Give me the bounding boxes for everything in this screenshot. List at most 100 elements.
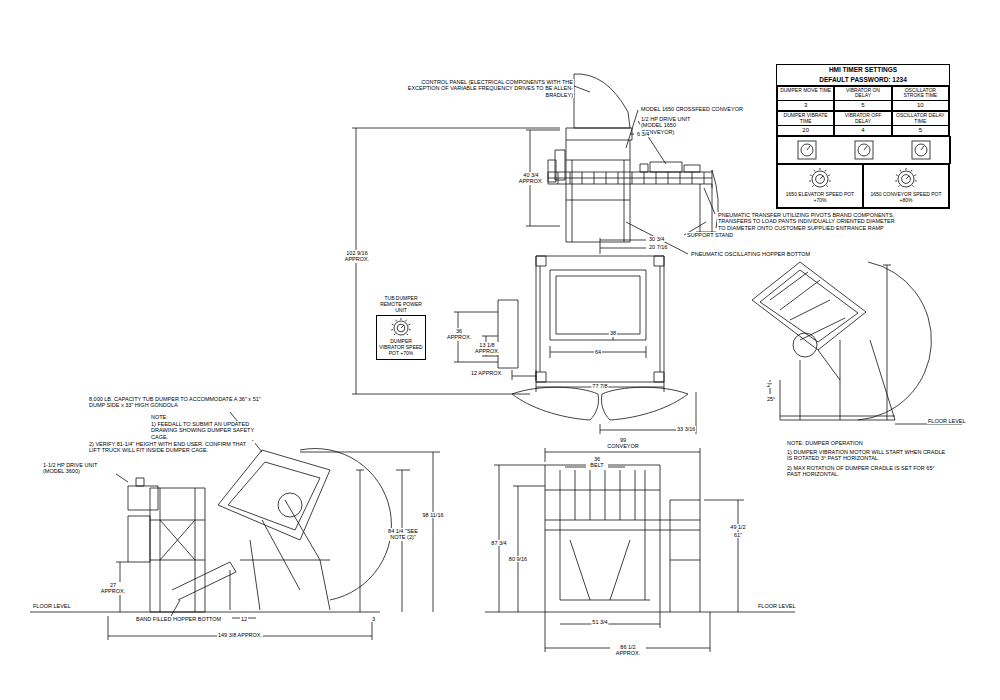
setting-name: DUMPER MOVE TIME: [778, 87, 833, 101]
knob-icon: [800, 166, 840, 192]
setting-value: 5: [835, 100, 890, 110]
switch-pointer: [807, 146, 810, 150]
pot-label: 1650 CONVEYOR SPEED POT +80%: [867, 192, 945, 204]
dimension-label: 33 3/16: [676, 426, 696, 432]
dimension-label: 38: [609, 330, 617, 336]
hopper-column: [566, 140, 630, 242]
switch-dial: [858, 144, 870, 156]
setting-name: OSCILLATOR DELAY TIME: [893, 112, 948, 126]
dimension-label: 64: [594, 349, 602, 355]
setting-name: OSCILLATOR STROKE TIME: [893, 87, 948, 101]
elevator: [150, 488, 236, 612]
dimension-label: 80 9/16: [508, 556, 528, 562]
dimension-label: 77 7/8: [591, 383, 608, 389]
switch-plate: [912, 141, 930, 159]
front-frame: [540, 465, 710, 612]
motor: [548, 150, 565, 182]
setting-value: 20: [778, 125, 833, 135]
timer-cell: DUMPER MOVE TIME3: [777, 86, 834, 111]
timer-cell: DUMPER VIBRATE TIME20: [777, 111, 834, 136]
angle-label: 25°: [766, 396, 776, 402]
note-text: 2) MAX ROTATION OF DUMPER CRADLE IS SET …: [786, 465, 948, 478]
setting-name: VIBRATOR ON DELAY: [835, 87, 890, 101]
dimension-label: 99 CONVEYOR: [604, 437, 642, 450]
dimension-label: 20 7/16: [648, 244, 668, 250]
dimension-label: 98 11/16: [421, 512, 444, 518]
setting-value: 10: [893, 100, 948, 110]
timer-cell: OSCILLATOR STROKE TIME10: [892, 86, 949, 111]
support-stand: [696, 170, 718, 232]
switch-dial: [915, 144, 927, 156]
knob-ticks: [895, 168, 917, 187]
dimension-label: 3: [371, 616, 376, 622]
floor-level-label: FLOOR LEVEL: [927, 418, 967, 424]
dumper-mechanism: [30, 470, 380, 612]
timer-cell: VIBRATOR OFF DELAY4: [834, 111, 891, 136]
dimension-label: 102 9/16 APPROX.: [341, 250, 373, 263]
setting-value: 4: [835, 125, 890, 135]
dimension-label: 12 APPROX.: [470, 370, 504, 376]
dimension-label: 2": [766, 382, 773, 388]
setting-name: VIBRATOR OFF DELAY: [835, 112, 890, 126]
floor-level-label: FLOOR LEVEL: [32, 603, 72, 609]
callout-note: PNEUMATIC TRANSFER UTILIZING PIVOTS BRAN…: [717, 212, 904, 231]
timer-cell: VIBRATOR ON DELAY5: [834, 86, 891, 111]
safety-gates: [512, 382, 688, 420]
drive-unit: [640, 162, 700, 172]
dimension-label: 36 BELT: [586, 456, 608, 469]
front-dimensions: [485, 448, 795, 652]
panel-heading: DEFAULT PASSWORD: 1234: [777, 75, 949, 86]
dimension-label: 30 3/4: [648, 236, 665, 242]
speed-pot-cell: 1650 CONVEYOR SPEED POT +80%: [863, 164, 949, 208]
pivot: [278, 493, 302, 517]
unit-heading: TUB DUMPER REMOTE POWER UNIT: [376, 296, 426, 313]
control-panel: [566, 74, 632, 140]
knob-icon: [386, 317, 416, 339]
hmi-settings-panel: HMI TIMER SETTINGSDEFAULT PASSWORD: 1234…: [776, 64, 950, 209]
dimension-label: 40 3/4 APPROX.: [515, 172, 547, 185]
dimension-label: 61": [733, 532, 743, 538]
speed-pot-cell: 1650 ELEVATOR SPEED POT +70%: [777, 164, 863, 208]
dimension-label: 149 3/8 APPROX.: [217, 632, 263, 638]
dial-row: [777, 136, 951, 164]
callout-note: CONTROL PANEL (ELECTRICAL COMPONENTS WIT…: [400, 79, 574, 98]
setting-value: 5: [893, 125, 948, 135]
dimension-label: 36 APPROX.: [446, 328, 472, 341]
plan-dimensions: [536, 337, 696, 434]
note-heading: NOTE:: [150, 414, 169, 420]
rotation-arc: [858, 262, 931, 420]
dimension-label: 12: [240, 616, 248, 622]
note-text: 1) DUMPER VIBRATION MOTOR WILL START WHE…: [786, 449, 948, 462]
pot-label: DUMPER VIBRATOR SPEED POT +70%: [379, 339, 423, 356]
dimension-label: 49 1/2: [729, 524, 746, 530]
dimension-label: 86 1/2 APPROX.: [610, 644, 646, 657]
pivot: [793, 333, 817, 357]
knob-ticks: [391, 318, 411, 335]
crossfeed-conveyor: [548, 170, 712, 188]
switch-plate: [855, 141, 873, 159]
dumper-cradle: [770, 265, 962, 424]
dimension-label: 13 1/8 APPROX.: [474, 342, 500, 355]
callout-note: 8,000 LB. CAPACITY TUB DUMPER TO ACCOMMO…: [88, 396, 270, 409]
power-unit-box: DUMPER VIBRATOR SPEED POT +70%: [376, 315, 426, 359]
pot-label: 1650 ELEVATOR SPEED POT +70%: [781, 192, 859, 204]
callout-note: MODEL 1650 CROSSFEED CONVEYOR: [640, 106, 744, 112]
knob-ticks: [809, 168, 831, 187]
dimension-label: 51 3/4: [591, 619, 608, 625]
switch-plate: [798, 141, 816, 159]
panel-heading: HMI TIMER SETTINGS: [777, 65, 949, 75]
note-text: 1) FEEDALL TO SUBMIT AN UPDATED DRAWING …: [150, 421, 262, 440]
note-heading: NOTE: DUMPER OPERATION: [786, 440, 864, 446]
callout-note: BAND FILLED HOPPER BOTTOM: [135, 616, 222, 622]
floor-level-label: FLOOR LEVEL: [757, 603, 797, 609]
remote-power-unit-box: TUB DUMPER REMOTE POWER UNIT DUMPER VIBRA…: [376, 296, 426, 360]
switch-dial: [801, 144, 813, 156]
switch-pointer: [921, 146, 924, 150]
callout-note: SUPPORT STAND: [686, 232, 734, 238]
dimension-label: 6 3/4: [636, 131, 650, 137]
timer-cell: OSCILLATOR DELAY TIME5: [892, 111, 949, 136]
dumper-frame-plan: [536, 256, 664, 382]
knob-icon: [886, 166, 926, 192]
note-text: 2) VERIFY 81-1/4" HEIGHT WITH END USER. …: [88, 441, 255, 454]
